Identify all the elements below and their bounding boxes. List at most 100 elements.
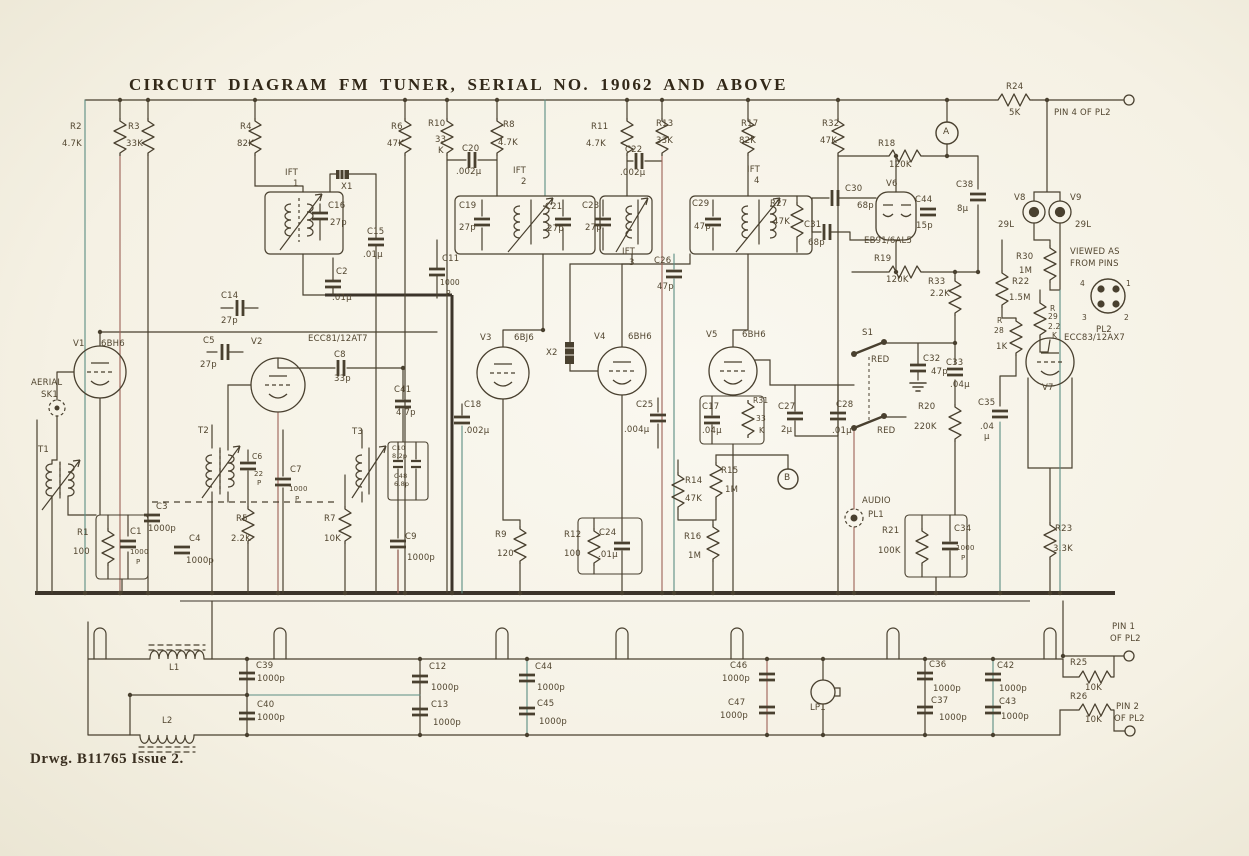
label-r10-val-2: K — [438, 146, 444, 156]
label-v2-ref: V2 — [251, 337, 263, 347]
label-c21-val: 27p — [547, 224, 564, 234]
label-c13-val: 1000p — [433, 718, 462, 728]
aerial-socket — [48, 399, 66, 417]
label-v1-type: 6BH6 — [101, 339, 125, 349]
label-c2-ref: C2 — [336, 267, 348, 277]
audio-socket — [844, 508, 864, 528]
label-c17-val: .04μ — [702, 426, 722, 436]
label-c25-val: .004μ — [624, 425, 650, 435]
label-c34-ref: C34 — [954, 524, 972, 534]
label-s1-red-1: RED — [871, 355, 890, 365]
label-r30-ref: R30 — [1016, 252, 1034, 262]
agc-bus — [325, 293, 454, 593]
label-pl2-ref: PL2 — [1096, 325, 1112, 335]
label-ift2-ref: IFT — [513, 166, 527, 176]
meter-b-icon — [777, 468, 799, 490]
label-r28-ref-1: R — [997, 316, 1003, 325]
label-c32-val: 47p — [931, 367, 948, 377]
label-r12-ref: R12 — [564, 530, 582, 540]
label-r29-ref-1: R — [1050, 304, 1056, 313]
label-r9-ref: R9 — [495, 530, 507, 540]
label-r15-val: 1M — [725, 485, 739, 495]
label-r8-ref: R8 — [503, 120, 515, 130]
if-transformers — [41, 191, 813, 511]
label-c29-ref: C29 — [692, 199, 710, 209]
label-c19-val: 27p — [459, 223, 476, 233]
label-r1-ref: R1 — [77, 528, 89, 538]
label-c26-ref: C26 — [654, 256, 672, 266]
label-c2-val: .01μ — [332, 293, 352, 303]
label-r25-ref: R25 — [1070, 658, 1088, 668]
label-audio-line1: AUDIO — [862, 496, 891, 506]
label-c35-val-1: .04 — [980, 422, 995, 432]
label-l1-ref: L1 — [169, 663, 180, 673]
label-r15-ref: R15 — [721, 466, 739, 476]
label-c6-val-2: P — [257, 479, 262, 487]
label-r21-ref: R21 — [882, 526, 900, 536]
lamp-lp1 — [810, 679, 836, 705]
label-c10-ref: C10 — [392, 444, 406, 452]
label-c43-val: 1000p — [1001, 712, 1030, 722]
label-c7-val-1: 1000 — [289, 485, 308, 493]
label-c44b-ref: C44 — [535, 662, 553, 672]
label-c29-val: 47p — [694, 222, 711, 232]
label-meter-a-label: A — [943, 127, 950, 137]
label-r21-val: 100K — [878, 546, 901, 556]
label-r17-val: 82K — [739, 136, 756, 146]
page-title: CIRCUIT DIAGRAM FM TUNER, SERIAL NO. 190… — [129, 75, 788, 94]
label-r22-val: 1.5M — [1009, 293, 1031, 303]
label-c18-ref: C18 — [464, 400, 482, 410]
label-r19-val: 120K — [886, 275, 909, 285]
label-r5-val: 2.2K — [231, 534, 251, 544]
pl2-connector — [1090, 278, 1126, 314]
label-c20-ref: C20 — [462, 144, 480, 154]
label-v3-type: 6BJ6 — [514, 333, 534, 343]
label-c40-ref: C40 — [257, 700, 275, 710]
label-pin4-label: PIN 4 OF PL2 — [1054, 108, 1111, 118]
label-aerial-line2: SK1 — [41, 390, 58, 400]
label-c27-val: 2μ — [781, 425, 793, 435]
label-pin2-line1: PIN 2 — [1116, 702, 1140, 712]
label-r32-ref: R32 — [822, 119, 840, 129]
label-r14-val: 47K — [685, 494, 702, 504]
label-c45-ref: C45 — [537, 699, 555, 709]
label-c22-ref: C22 — [625, 145, 643, 155]
label-ift1-num: 1 — [293, 179, 299, 189]
lamp-v8 — [1022, 200, 1046, 224]
label-c3-ref: C3 — [156, 502, 168, 512]
label-ift1-ref: IFT — [285, 168, 299, 178]
label-r20-val: 220K — [914, 422, 937, 432]
label-aerial-line1: AERIAL — [31, 378, 63, 388]
label-c11-val-2: P — [446, 289, 451, 298]
label-s1-red-2: RED — [877, 426, 896, 436]
label-pl2-pin-3: 3 — [1082, 313, 1087, 322]
valves — [73, 191, 1075, 413]
label-c11-val-1: 1000 — [440, 278, 460, 287]
lamp-v9 — [1048, 200, 1072, 224]
label-r6-ref: R6 — [391, 122, 403, 132]
v6-envelope — [875, 191, 917, 241]
label-pl2-pin-1: 1 — [1126, 279, 1131, 288]
label-ift3-num: 3 — [629, 258, 635, 268]
component-boxes — [95, 395, 968, 580]
label-c39-ref: C39 — [256, 661, 274, 671]
label-r23-val: 3.3K — [1053, 544, 1073, 554]
misc-symbols — [48, 94, 1136, 737]
label-x1-ref: X1 — [341, 182, 353, 192]
label-c33-val: .04μ — [950, 380, 970, 390]
label-pl2-pin-4: 4 — [1080, 279, 1085, 288]
label-v4-type: 6BH6 — [628, 332, 652, 342]
label-v8-ref: V8 — [1014, 193, 1026, 203]
label-r27-val: 47K — [773, 217, 790, 227]
label-c26-val: 47p — [657, 282, 674, 292]
label-c48-ref: C48 — [394, 472, 408, 480]
label-c40-val: 1000p — [257, 713, 286, 723]
label-r24-ref: R24 — [1006, 82, 1024, 92]
label-c6-val-1: 22 — [254, 470, 264, 478]
label-c44a-val: 15p — [916, 221, 933, 231]
label-pin1-line2: OF PL2 — [1110, 634, 1141, 644]
label-c22-val: .002μ — [620, 168, 646, 178]
label-r26-ref: R26 — [1070, 692, 1088, 702]
label-c46-ref: C46 — [730, 661, 748, 671]
label-ift3-ref: IFT — [622, 247, 636, 257]
